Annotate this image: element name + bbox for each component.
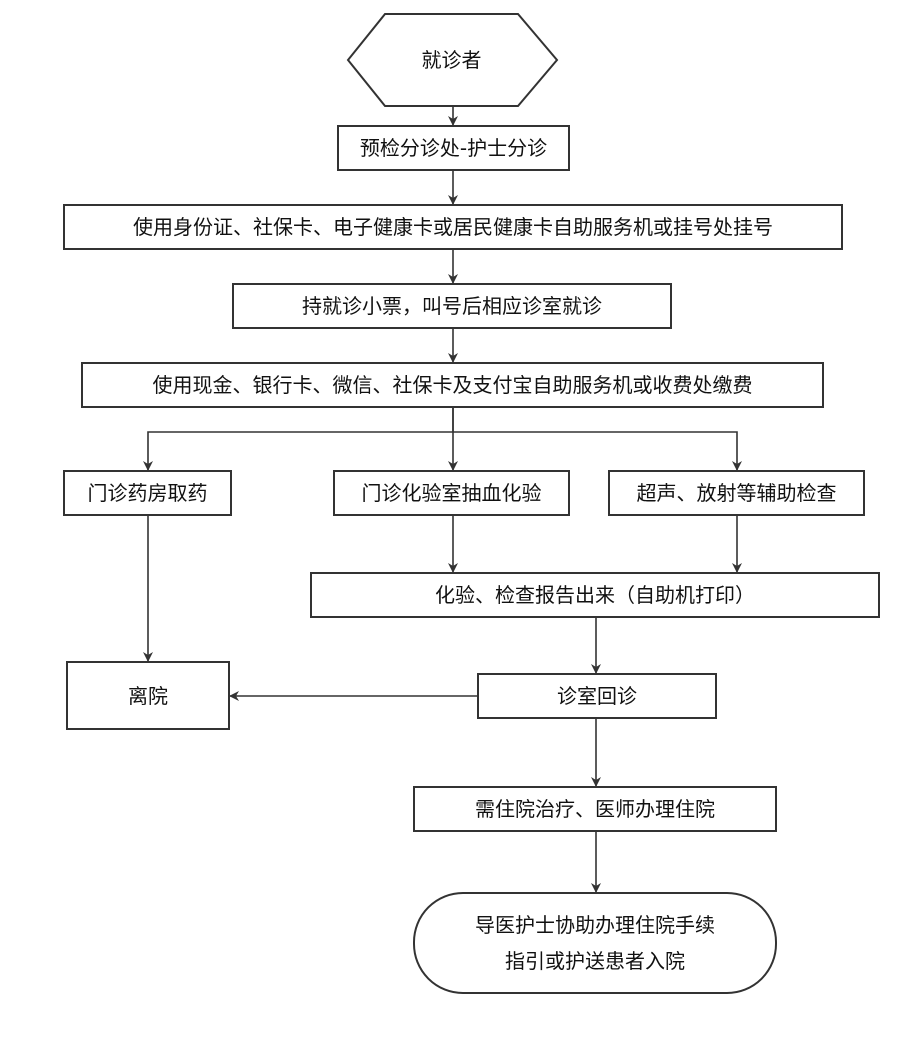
node-patient-label: 就诊者 [421,48,482,72]
node-triage-label: 预检分诊处-护士分诊 [359,136,548,160]
edge-payment-to-imaging [453,431,742,471]
node-leave: 离院 [66,661,230,730]
node-admission: 需住院治疗、医师办理住院 [413,786,777,832]
edge-payment-to-pharmacy [143,408,454,471]
node-register-label: 使用身份证、社保卡、电子健康卡或居民健康卡自助服务机或挂号处挂号 [133,215,773,239]
node-report-label: 化验、检查报告出来（自助机打印） [435,583,755,607]
node-report: 化验、检查报告出来（自助机打印） [310,572,880,618]
node-revisit: 诊室回诊 [477,673,717,719]
node-admission-label: 需住院治疗、医师办理住院 [475,797,715,821]
node-register: 使用身份证、社保卡、电子健康卡或居民健康卡自助服务机或挂号处挂号 [63,204,843,250]
node-guide: 导医护士协助办理住院手续 指引或护送患者入院 [413,892,777,994]
node-payment: 使用现金、银行卡、微信、社保卡及支付宝自助服务机或收费处缴费 [81,362,824,408]
node-revisit-label: 诊室回诊 [557,684,637,708]
node-triage: 预检分诊处-护士分诊 [337,125,570,171]
node-consult: 持就诊小票，叫号后相应诊室就诊 [232,283,672,329]
node-imaging-label: 超声、放射等辅助检查 [636,481,837,505]
node-lab: 门诊化验室抽血化验 [333,470,570,516]
node-imaging: 超声、放射等辅助检查 [608,470,865,516]
node-pharmacy: 门诊药房取药 [63,470,232,516]
node-lab-label: 门诊化验室抽血化验 [361,481,542,505]
node-guide-label-line-2: 指引或护送患者入院 [505,949,685,973]
node-pharmacy-label: 门诊药房取药 [87,481,208,505]
node-guide-label-line-1: 导医护士协助办理住院手续 [475,913,715,937]
node-leave-label: 离院 [128,683,168,708]
node-patient: 就诊者 [385,38,518,82]
node-consult-label: 持就诊小票，叫号后相应诊室就诊 [302,294,602,318]
node-payment-label: 使用现金、银行卡、微信、社保卡及支付宝自助服务机或收费处缴费 [152,373,753,397]
node-patient-hexagon-shape [346,13,559,107]
